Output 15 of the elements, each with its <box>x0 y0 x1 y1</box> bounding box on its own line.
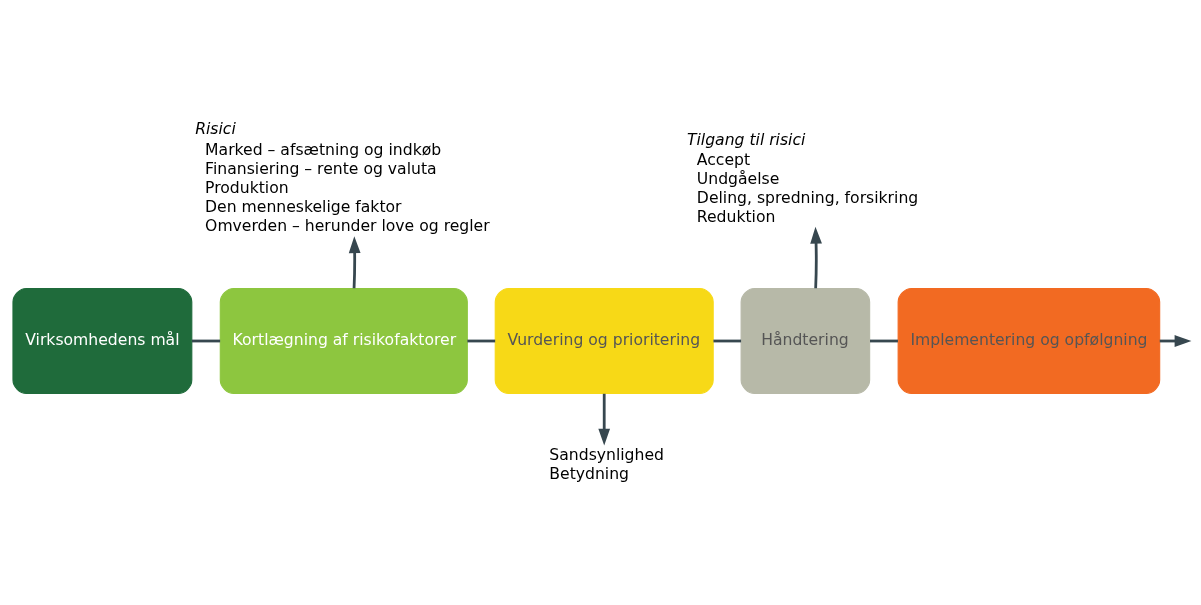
arrow <box>348 235 361 288</box>
node-box: Virksomhedens mål <box>12 287 193 394</box>
connector <box>713 339 742 342</box>
node-box: Vurdering og prioritering <box>494 287 714 394</box>
node-box: Håndtering <box>740 287 871 394</box>
node-text: Tilgang til risici Accept Undgåelse Deling, spredning, forsikring Reduktion <box>686 129 919 226</box>
connector <box>467 339 496 342</box>
node-text: Risici Marked – afsætning og indkøb Finansiering – rente og valuta Produktion Den menneskelige faktor Omverden – herunder love og regler <box>195 118 490 235</box>
arrow <box>598 393 611 446</box>
node-text: Sandsynlighed Betydning <box>549 444 664 483</box>
node-box: Implementering og opfølgning <box>897 287 1161 394</box>
arrow <box>810 226 822 288</box>
connector <box>870 339 898 342</box>
node-box: Kortlægning af risikofaktorer <box>219 287 468 394</box>
connector <box>192 339 221 342</box>
